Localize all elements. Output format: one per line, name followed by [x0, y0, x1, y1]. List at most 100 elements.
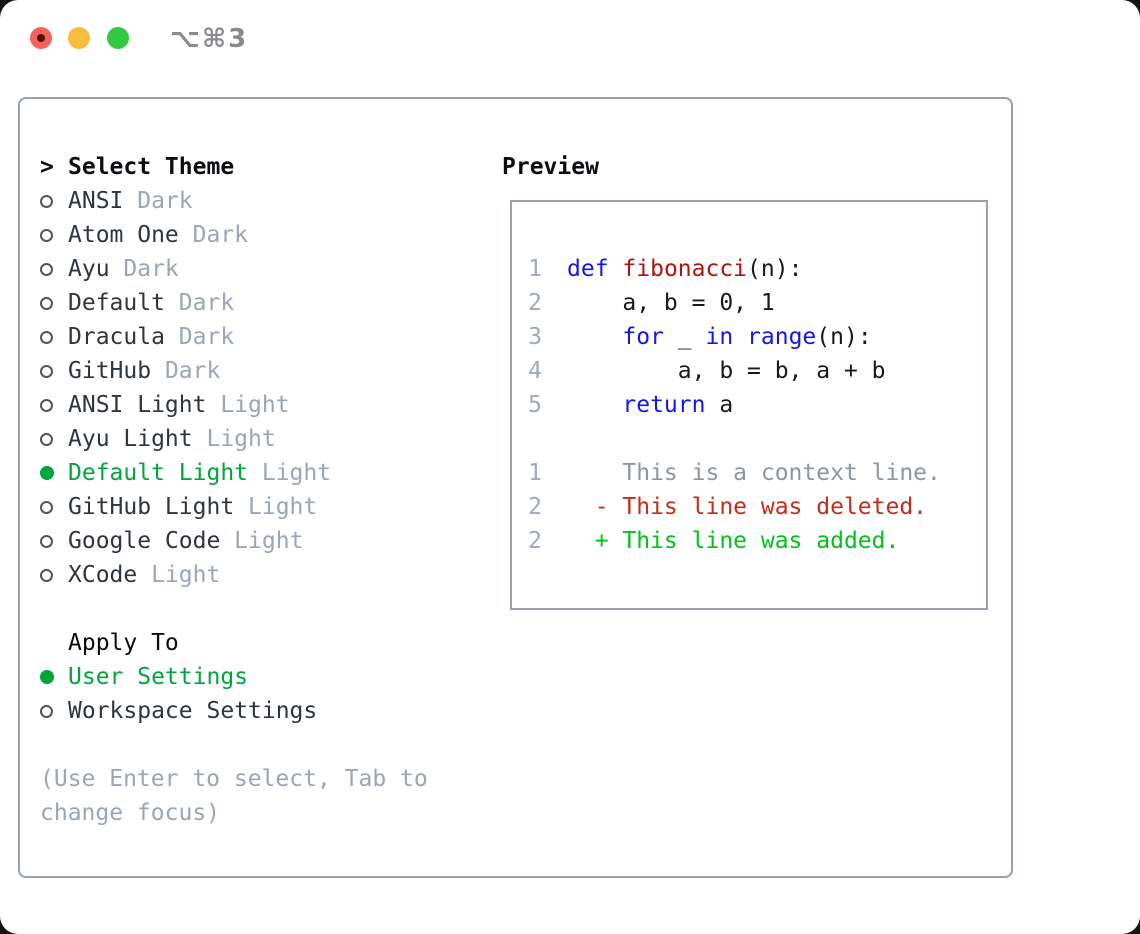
radio-icon	[40, 364, 53, 378]
theme-option-xcode-light[interactable]: XCode Light	[40, 558, 428, 592]
radio-box	[40, 262, 68, 276]
theme-variant: Dark	[164, 290, 235, 316]
radio-box	[40, 432, 68, 446]
code-line: 3 for _ in range(n):	[512, 320, 986, 354]
theme-name: Google Code	[68, 528, 221, 554]
radio-box	[40, 398, 68, 412]
radio-icon	[40, 704, 53, 718]
line-text: for _ in range(n):	[622, 324, 872, 350]
radio-icon	[40, 262, 53, 276]
radio-icon	[40, 568, 53, 582]
spacer	[40, 592, 428, 626]
radio-box	[40, 330, 68, 344]
radio-box	[40, 194, 68, 208]
line-text: + This line was added.	[567, 528, 900, 554]
line-number: 2	[528, 528, 542, 554]
theme-variant: Light	[220, 528, 304, 554]
theme-name: XCode	[68, 562, 138, 588]
radio-box	[40, 500, 68, 514]
theme-option-default-dark[interactable]: Default Dark	[40, 286, 428, 320]
theme-variant: Light	[234, 494, 318, 520]
minimize-button[interactable]	[68, 27, 90, 49]
radio-icon	[40, 330, 53, 344]
theme-option-google-code-light[interactable]: Google Code Light	[40, 524, 428, 558]
apply-option-label: Workspace Settings	[68, 698, 318, 724]
theme-variant: Light	[192, 426, 276, 452]
theme-variant: Light	[248, 460, 332, 486]
radio-box	[40, 704, 68, 718]
titlebar: ⌥⌘3	[0, 0, 1140, 62]
radio-box	[40, 364, 68, 378]
radio-selected-icon	[40, 670, 54, 684]
theme-variant: Light	[137, 562, 221, 588]
theme-name: Default Light	[68, 460, 249, 486]
preview-title: Preview	[502, 154, 599, 180]
code-line: 4 a, b = b, a + b	[512, 354, 986, 388]
radio-icon	[40, 228, 53, 242]
theme-option-ansi-light-light[interactable]: ANSI Light Light	[40, 388, 428, 422]
line-number: 4	[528, 358, 542, 384]
line-number: 2	[528, 290, 542, 316]
theme-name: GitHub	[68, 358, 152, 384]
theme-name: Default	[68, 290, 165, 316]
theme-name: GitHub Light	[68, 494, 235, 520]
radio-box	[40, 670, 68, 684]
theme-option-github-light-light[interactable]: GitHub Light Light	[40, 490, 428, 524]
line-text: This is a context line.	[567, 460, 941, 486]
select-theme-title: Select Theme	[68, 154, 235, 180]
spacer	[40, 728, 428, 762]
help-text-line-1: (Use Enter to select, Tab to	[40, 766, 428, 792]
help-text-line-2: change focus)	[40, 800, 221, 826]
theme-variant: Dark	[151, 358, 221, 384]
theme-name: Atom One	[68, 222, 179, 248]
theme-option-ayu-dark[interactable]: Ayu Dark	[40, 252, 428, 286]
line-number: 1	[528, 256, 542, 282]
theme-name: ANSI Light	[68, 392, 207, 418]
zoom-button[interactable]	[107, 27, 129, 49]
theme-option-atom-one-dark[interactable]: Atom One Dark	[40, 218, 428, 252]
apply-option-label: User Settings	[68, 664, 249, 690]
apply-to-header: Apply To	[40, 626, 428, 660]
radio-icon	[40, 398, 53, 412]
theme-option-github-dark[interactable]: GitHub Dark	[40, 354, 428, 388]
line-number: 2	[528, 494, 542, 520]
radio-box	[40, 534, 68, 548]
theme-name: Dracula	[68, 324, 165, 350]
apply-option-user-settings[interactable]: User Settings	[40, 660, 428, 694]
code-line: 2 + This line was added.	[512, 524, 986, 558]
theme-variant: Dark	[109, 256, 179, 282]
code-line: 5 return a	[512, 388, 986, 422]
theme-name: Ayu Light	[68, 426, 193, 452]
line-number: 3	[528, 324, 542, 350]
theme-variant: Dark	[178, 222, 249, 248]
theme-option-dracula-dark[interactable]: Dracula Dark	[40, 320, 428, 354]
theme-option-ayu-light-light[interactable]: Ayu Light Light	[40, 422, 428, 456]
prompt-caret: >	[40, 154, 54, 180]
keyboard-shortcut-label: ⌥⌘3	[170, 24, 249, 54]
radio-box	[40, 568, 68, 582]
radio-icon	[40, 500, 53, 514]
apply-to-title: Apply To	[68, 630, 179, 656]
radio-icon	[40, 534, 53, 548]
theme-option-ansi-dark[interactable]: ANSI Dark	[40, 184, 428, 218]
theme-option-default-light-light[interactable]: Default Light Light	[40, 456, 428, 490]
code-line: 1 This is a context line.	[512, 456, 986, 490]
line-text: a, b = 0, 1	[567, 290, 775, 316]
radio-selected-icon	[40, 466, 54, 480]
code-line	[512, 422, 986, 456]
line-number: 5	[528, 392, 542, 418]
code-line: 2 - This line was deleted.	[512, 490, 986, 524]
radio-box	[40, 228, 68, 242]
line-text: a, b = b, a + b	[567, 358, 886, 384]
close-button[interactable]	[30, 27, 52, 49]
line-text: - This line was deleted.	[567, 494, 928, 520]
theme-variant: Light	[206, 392, 290, 418]
apply-option-workspace-settings[interactable]: Workspace Settings	[40, 694, 428, 728]
